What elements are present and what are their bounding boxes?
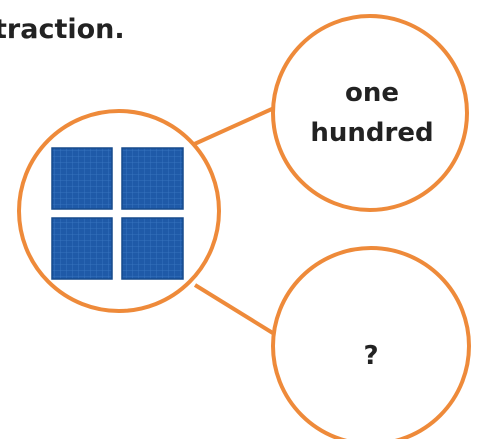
hundreds-blocks xyxy=(51,147,184,280)
part-circle-top xyxy=(271,14,469,212)
instruction-line-2: traction. xyxy=(0,14,125,45)
part-top-line2: hundred xyxy=(310,118,433,148)
part-bottom-unknown: ? xyxy=(363,341,378,371)
part-top-line1: one xyxy=(345,78,399,108)
connector-top xyxy=(189,102,284,148)
connector-bottom xyxy=(193,283,278,337)
hundred-block-2 xyxy=(121,147,184,210)
hundred-block-4 xyxy=(121,217,184,280)
hundred-block-3 xyxy=(51,217,113,280)
whole-circle xyxy=(17,109,221,313)
part-circle-bottom xyxy=(271,246,471,439)
hundred-block-1 xyxy=(51,147,113,210)
